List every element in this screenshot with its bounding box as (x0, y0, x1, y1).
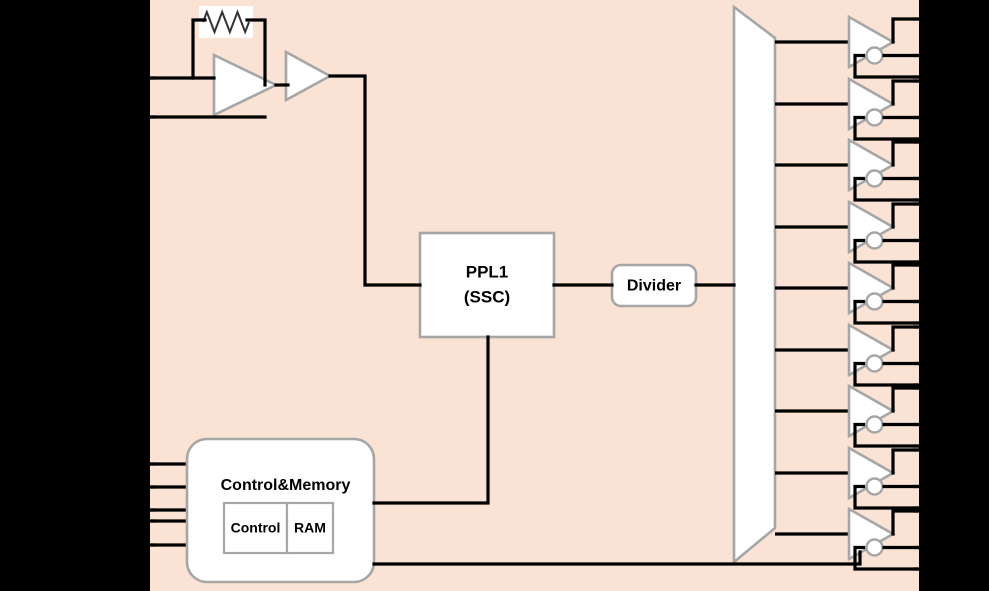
buffer-enable-strap-7 (853, 422, 895, 448)
buffer-enable-strap-5 (853, 299, 895, 325)
sub-block-label-control: Control (231, 520, 281, 536)
buffer-enable-strap-9 (853, 545, 921, 571)
control-memory-label: Control&Memory (221, 477, 351, 494)
output-p-3[interactable] (891, 140, 921, 167)
wire-feedback-right (245, 18, 267, 87)
output-p-4[interactable] (891, 202, 921, 229)
pll-label-line2: (SSC) (464, 287, 510, 306)
wire-osc-to-pll (328, 74, 422, 287)
sub-block-ram[interactable] (285, 501, 335, 555)
pll-block[interactable] (418, 231, 556, 339)
inverting-bubble-8 (865, 477, 884, 496)
divider-label: Divider (627, 278, 681, 295)
output-p-7[interactable] (891, 386, 921, 413)
output-p-2[interactable] (891, 79, 921, 106)
buffer-enable-strap-3 (853, 176, 895, 202)
oscillator-output-buffer (284, 49, 333, 103)
inverting-bubble-7 (865, 415, 884, 434)
output-p-6[interactable] (891, 325, 921, 352)
pll-label-line1: PPL1 (466, 262, 509, 281)
feedback-resistor-symbol (202, 9, 250, 35)
output-p-5[interactable] (891, 263, 921, 290)
inverting-bubble-2 (865, 108, 884, 127)
clock-fanout-distributor[interactable] (732, 4, 777, 565)
buffer-enable-strap-4 (853, 238, 895, 264)
inverting-bubble-9 (865, 538, 884, 557)
output-p-8[interactable] (891, 448, 921, 475)
buffer-enable-strap-1 (853, 53, 895, 79)
sub-block-label-ram: RAM (294, 520, 326, 536)
inverting-bubble-5 (865, 292, 884, 311)
wire-control-to-pll (372, 335, 490, 505)
oscillator-wiring (148, 18, 422, 287)
clock-path-wiring (372, 283, 862, 566)
inverting-bubble-1 (865, 46, 884, 65)
oscillator-inverting-amplifier (212, 52, 279, 118)
output-p-1[interactable] (891, 17, 921, 44)
buffer-enable-strap-8 (853, 484, 895, 510)
wire-feedback-left (191, 18, 207, 80)
inverting-bubble-4 (865, 231, 884, 250)
wire-control-bus-bottom (372, 550, 862, 566)
buffer-enable-strap-6 (853, 361, 895, 387)
buffer-enable-strap-2 (853, 115, 895, 141)
inverting-bubble-3 (865, 169, 884, 188)
inverting-bubble-6 (865, 354, 884, 373)
output-p-9[interactable] (891, 509, 921, 536)
sub-block-control[interactable] (222, 501, 289, 555)
